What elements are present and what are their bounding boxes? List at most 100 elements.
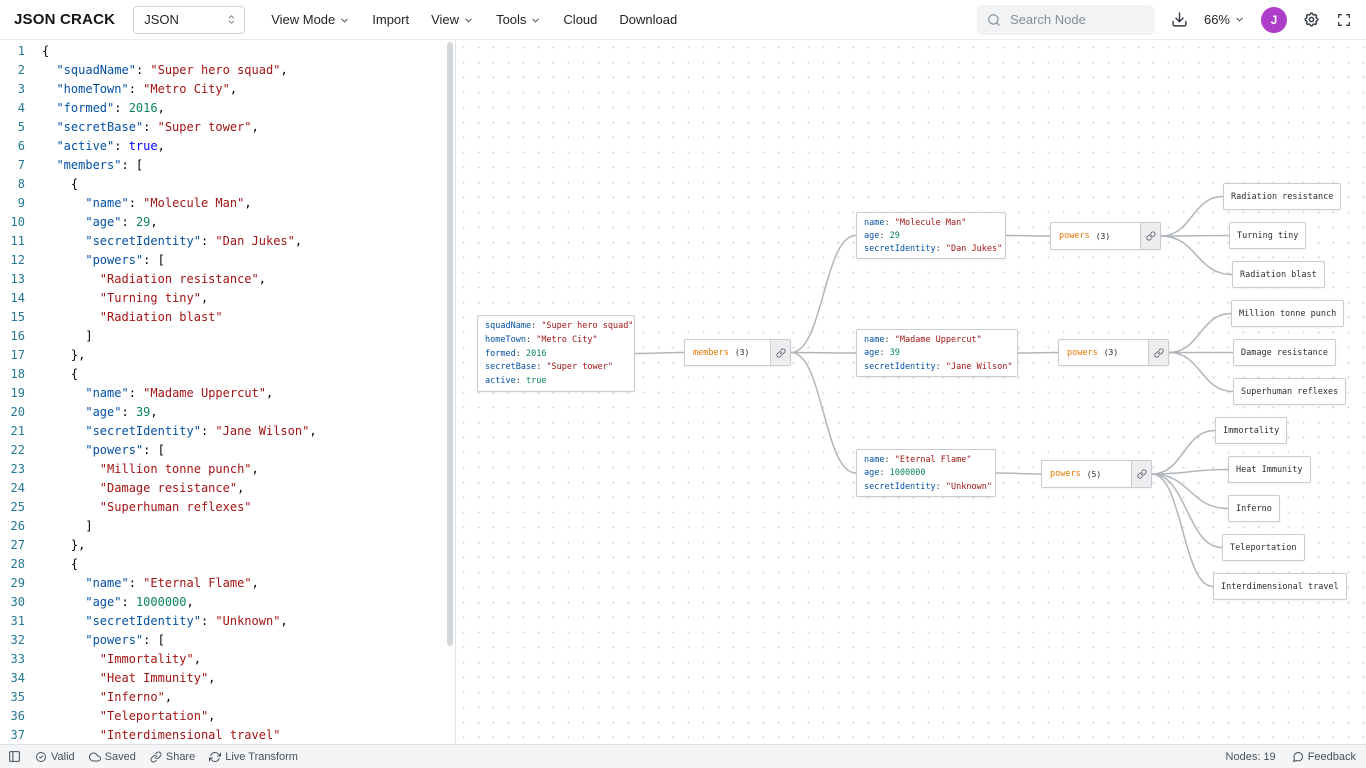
graph-canvas[interactable]: squadName: "Super hero squad"homeTown: "… xyxy=(456,40,1366,744)
editor-line[interactable]: 27 }, xyxy=(0,536,455,555)
editor-line[interactable]: 26 ] xyxy=(0,517,455,536)
node-label: powers(5) xyxy=(1050,469,1102,479)
download-image-button[interactable] xyxy=(1171,11,1188,28)
node-row: active: true xyxy=(485,376,547,387)
editor-line[interactable]: 30 "age": 1000000, xyxy=(0,593,455,612)
editor-line[interactable]: 9 "name": "Molecule Man", xyxy=(0,194,455,213)
json-editor[interactable]: 1{2 "squadName": "Super hero squad",3 "h… xyxy=(0,40,456,744)
collapse-button[interactable] xyxy=(770,340,790,365)
menu-download[interactable]: Download xyxy=(619,12,677,27)
node-leaf-2[interactable]: Turning tiny xyxy=(1229,222,1307,249)
menu-view[interactable]: View xyxy=(431,12,474,27)
editor-line[interactable]: 33 "Immortality", xyxy=(0,650,455,669)
line-number: 32 xyxy=(10,633,25,647)
node-label: Superhuman reflexes xyxy=(1241,386,1339,397)
app-logo[interactable]: JSON CRACK xyxy=(14,11,116,28)
editor-line[interactable]: 31 "secretIdentity": "Unknown", xyxy=(0,612,455,631)
status-saved[interactable]: Saved xyxy=(82,751,143,763)
topbar: JSON CRACK JSON View Mode Import View Tools… xyxy=(0,0,1366,40)
collapse-button[interactable] xyxy=(1140,223,1160,249)
node-row: name: "Molecule Man" xyxy=(864,218,967,228)
node-leaf-1[interactable]: Radiation resistance xyxy=(1223,183,1342,210)
editor-line[interactable]: 22 "powers": [ xyxy=(0,441,455,460)
node-leaf-5[interactable]: Damage resistance xyxy=(1233,339,1336,366)
editor-line[interactable]: 28 { xyxy=(0,555,455,574)
avatar[interactable]: J xyxy=(1261,6,1287,33)
status-valid[interactable]: Valid xyxy=(28,751,82,763)
editor-line[interactable]: 12 "powers": [ xyxy=(0,251,455,270)
node-leaf-3[interactable]: Radiation blast xyxy=(1232,261,1325,288)
editor-line[interactable]: 17 }, xyxy=(0,346,455,365)
editor-line[interactable]: 35 "Inferno", xyxy=(0,688,455,707)
row-key: age xyxy=(864,468,880,479)
format-select[interactable]: JSON xyxy=(133,5,246,34)
editor-line[interactable]: 24 "Damage resistance", xyxy=(0,479,455,498)
status-share[interactable]: Share xyxy=(143,751,202,763)
node-members[interactable]: members(3) xyxy=(684,339,791,366)
node-leaf-7[interactable]: Immortality xyxy=(1215,417,1288,444)
node-powers-2[interactable]: powers(3) xyxy=(1058,339,1169,366)
editor-line[interactable]: 16 ] xyxy=(0,327,455,346)
node-leaf-6[interactable]: Superhuman reflexes xyxy=(1233,378,1347,405)
menu-label: View xyxy=(431,12,460,27)
editor-line[interactable]: 2 "squadName": "Super hero squad", xyxy=(0,61,455,80)
node-leaf-11[interactable]: Interdimensional travel xyxy=(1213,573,1347,600)
editor-line[interactable]: 18 { xyxy=(0,365,455,384)
menu-cloud[interactable]: Cloud xyxy=(563,12,597,27)
editor-line[interactable]: 11 "secretIdentity": "Dan Jukes", xyxy=(0,232,455,251)
editor-line[interactable]: 32 "powers": [ xyxy=(0,631,455,650)
edge-members-member-3 xyxy=(790,351,857,474)
editor-line[interactable]: 36 "Teleportation", xyxy=(0,707,455,726)
node-leaf-4[interactable]: Million tonne punch xyxy=(1231,300,1345,327)
zoom-control[interactable]: 66% xyxy=(1204,12,1245,27)
node-powers-1[interactable]: powers(3) xyxy=(1050,222,1161,250)
editor-line[interactable]: 3 "homeTown": "Metro City", xyxy=(0,80,455,99)
graph-nodes: squadName: "Super hero squad"homeTown: "… xyxy=(456,40,1366,744)
settings-button[interactable] xyxy=(1303,11,1320,28)
toggle-editor-button[interactable] xyxy=(6,750,28,763)
collapse-button[interactable] xyxy=(1148,340,1168,365)
editor-line[interactable]: 20 "age": 39, xyxy=(0,403,455,422)
editor-line[interactable]: 13 "Radiation resistance", xyxy=(0,270,455,289)
editor-line[interactable]: 15 "Radiation blast" xyxy=(0,308,455,327)
collapse-button[interactable] xyxy=(1131,461,1151,487)
editor-line[interactable]: 25 "Superhuman reflexes" xyxy=(0,498,455,517)
editor-line[interactable]: 5 "secretBase": "Super tower", xyxy=(0,118,455,137)
editor-line[interactable]: 6 "active": true, xyxy=(0,137,455,156)
node-leaf-10[interactable]: Teleportation xyxy=(1222,534,1305,561)
editor-line[interactable]: 37 "Interdimensional travel" xyxy=(0,726,455,744)
editor-line[interactable]: 7 "members": [ xyxy=(0,156,455,175)
editor-line[interactable]: 19 "name": "Madame Uppercut", xyxy=(0,384,455,403)
menu-tools[interactable]: Tools xyxy=(496,12,541,27)
editor-line[interactable]: 4 "formed": 2016, xyxy=(0,99,455,118)
search-input[interactable] xyxy=(1007,11,1145,28)
node-leaf-9[interactable]: Inferno xyxy=(1228,495,1280,522)
fullscreen-button[interactable] xyxy=(1336,12,1352,28)
menu-view-mode[interactable]: View Mode xyxy=(271,12,350,27)
status-live-transform[interactable]: Live Transform xyxy=(202,751,305,763)
row-value: "Dan Jukes" xyxy=(945,244,1003,254)
menu-import[interactable]: Import xyxy=(372,12,409,27)
editor-line[interactable]: 1{ xyxy=(0,42,455,61)
editor-line[interactable]: 8 { xyxy=(0,175,455,194)
row-key: name xyxy=(864,455,885,465)
node-root[interactable]: squadName: "Super hero squad"homeTown: "… xyxy=(477,315,635,392)
editor-scrollbar[interactable] xyxy=(447,42,453,646)
editor-line[interactable]: 10 "age": 29, xyxy=(0,213,455,232)
editor-line[interactable]: 21 "secretIdentity": "Jane Wilson", xyxy=(0,422,455,441)
editor-line[interactable]: 23 "Million tonne punch", xyxy=(0,460,455,479)
node-powers-3[interactable]: powers(5) xyxy=(1041,460,1152,488)
node-leaf-8[interactable]: Heat Immunity xyxy=(1228,456,1311,483)
search-box[interactable] xyxy=(976,4,1155,35)
line-number: 3 xyxy=(17,82,25,96)
code-text: "age": 1000000, xyxy=(85,595,194,609)
line-number: 30 xyxy=(10,595,25,609)
editor-line[interactable]: 34 "Heat Immunity", xyxy=(0,669,455,688)
editor-line[interactable]: 14 "Turning tiny", xyxy=(0,289,455,308)
editor-line[interactable]: 29 "name": "Eternal Flame", xyxy=(0,574,455,593)
feedback-button[interactable]: Feedback xyxy=(1292,751,1356,763)
